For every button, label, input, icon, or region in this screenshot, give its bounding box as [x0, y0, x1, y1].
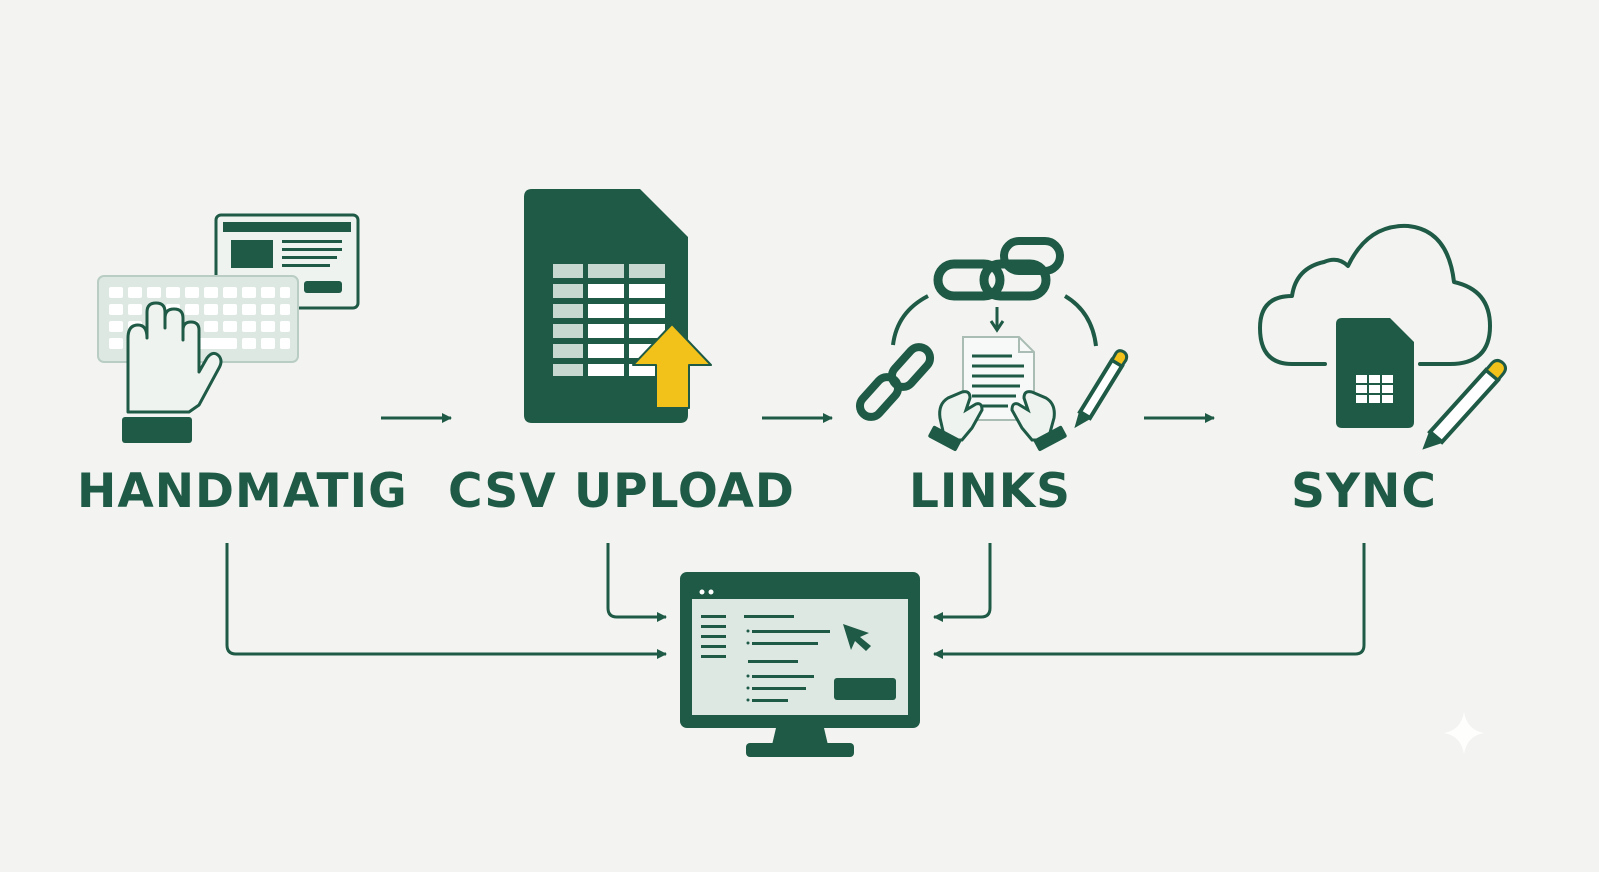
spreadsheet-file-icon — [1336, 318, 1414, 428]
sparkle-icon — [1444, 712, 1484, 754]
step-label-sync: SYNC — [1291, 464, 1437, 519]
pencil-icon — [1074, 349, 1129, 429]
step-label-csv-upload: CSV UPLOAD — [448, 464, 795, 519]
connector-handmatig — [225, 543, 667, 659]
cloud-icon — [1258, 223, 1492, 366]
sync-pencil-icon — [1422, 359, 1507, 450]
connector-lines — [225, 543, 1366, 659]
connector-links — [933, 543, 992, 622]
cloud-sync-spreadsheet-icon — [1258, 223, 1507, 450]
left-chain-icon — [855, 343, 935, 421]
monitor-app-screen-icon — [680, 572, 920, 757]
hands-icon — [928, 390, 1067, 451]
connector-csv-upload — [606, 543, 667, 622]
hand-icon — [122, 301, 223, 443]
spreadsheet-upload-icon — [524, 189, 712, 423]
step-label-links: LINKS — [908, 464, 1072, 519]
chain-icon — [933, 237, 1064, 301]
chain-links-document-icon — [855, 237, 1129, 451]
step-label-handmatig: HANDMATIG — [77, 464, 408, 519]
connector-sync — [933, 543, 1366, 659]
document-icon — [962, 336, 1035, 421]
hand-keyboard-form-icon — [97, 213, 360, 443]
upload-arrow-icon — [632, 323, 712, 409]
